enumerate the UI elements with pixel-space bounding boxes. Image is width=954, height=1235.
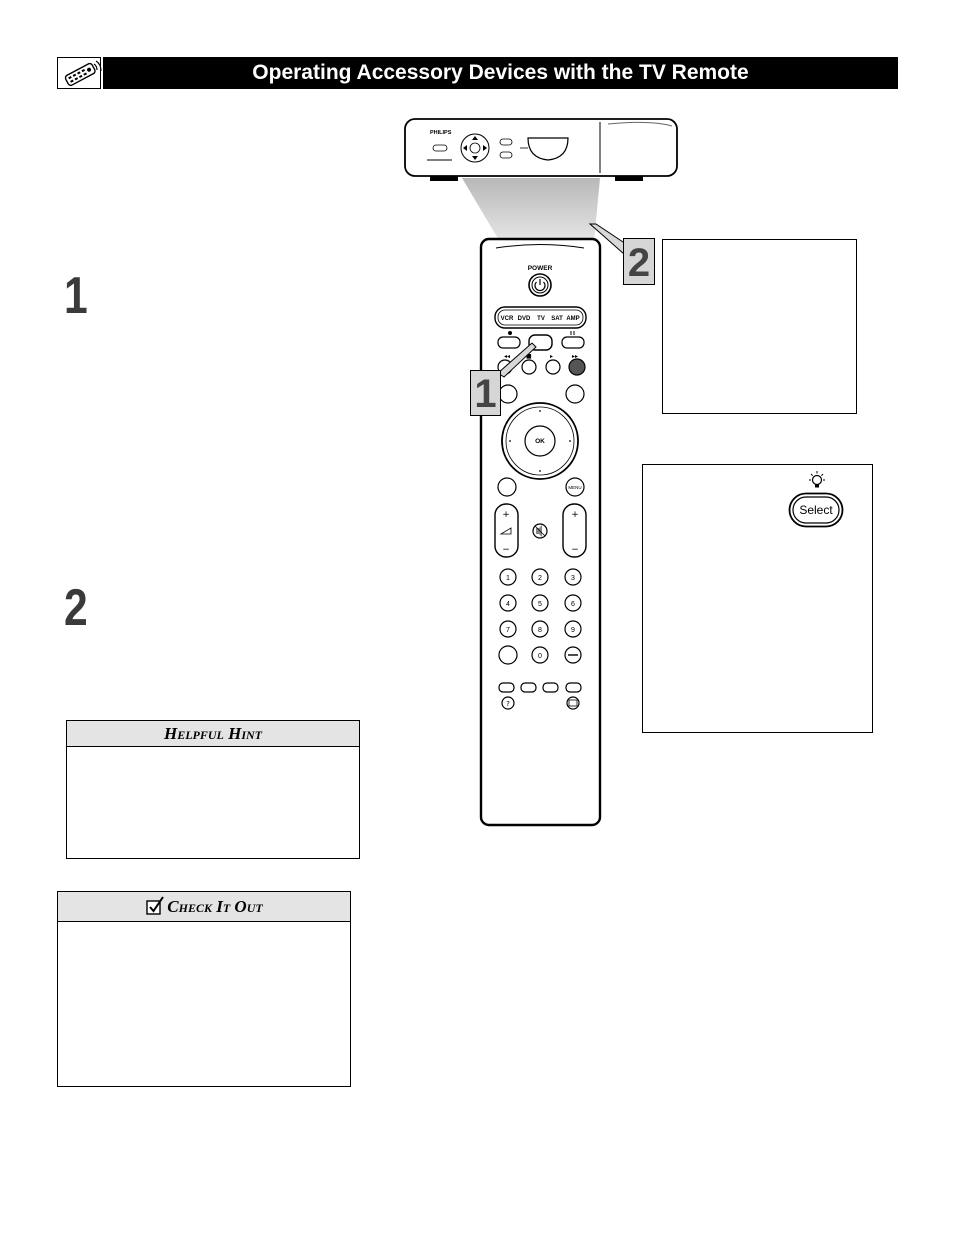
ok-label: OK bbox=[535, 438, 545, 445]
callout-1-box: 1 bbox=[470, 370, 501, 416]
digit-0-label: 0 bbox=[538, 653, 542, 660]
select-key-label: Select bbox=[799, 503, 833, 517]
select-key-box: Select bbox=[642, 464, 873, 733]
digit-5-label: 5 bbox=[538, 601, 542, 608]
svg-text:▸: ▸ bbox=[550, 353, 553, 360]
digit-1-button[interactable] bbox=[499, 568, 517, 586]
source-dvd[interactable]: DVD bbox=[518, 316, 531, 322]
remote-control-icon bbox=[64, 60, 102, 86]
step-2-description-box bbox=[662, 239, 857, 414]
digit-4-button[interactable] bbox=[499, 594, 517, 612]
digit-5-button[interactable] bbox=[531, 594, 549, 612]
stop-button[interactable] bbox=[521, 359, 537, 375]
helpful-hint-title: Helpful Hint bbox=[67, 721, 359, 747]
callout-1-pointer bbox=[497, 342, 537, 378]
navigation-ring[interactable]: OK bbox=[501, 402, 579, 480]
svg-text:■: ■ bbox=[526, 353, 532, 360]
digit-3-button[interactable] bbox=[564, 568, 582, 586]
power-label: POWER bbox=[528, 265, 553, 272]
blue-button[interactable] bbox=[565, 682, 582, 693]
page-title: Operating Accessory Devices with the TV … bbox=[103, 57, 898, 89]
step-number-2: 2 bbox=[64, 579, 88, 637]
source-vcr[interactable]: VCR bbox=[501, 316, 514, 322]
check-it-out-box: Check It Out bbox=[57, 891, 351, 1087]
fast-forward-button[interactable] bbox=[568, 358, 586, 376]
checkmark-box-icon bbox=[146, 896, 165, 915]
select-key-icon: Select bbox=[788, 492, 844, 528]
check-it-out-title: Check It Out bbox=[167, 897, 263, 916]
callout-2-number: 2 bbox=[627, 241, 651, 285]
yellow-button[interactable] bbox=[542, 682, 559, 693]
digit-9-label: 9 bbox=[571, 627, 575, 634]
ir-beam bbox=[462, 178, 600, 242]
helpful-hint-box: Helpful Hint bbox=[66, 720, 360, 859]
device-brand: PHILIPS bbox=[430, 130, 452, 136]
header-icon-box bbox=[57, 57, 102, 89]
accessory-device-illustration: PHILIPS bbox=[404, 118, 678, 242]
power-button[interactable] bbox=[528, 273, 552, 297]
source-amp[interactable]: AMP bbox=[566, 316, 579, 322]
svg-text:?: ? bbox=[506, 700, 510, 708]
digit-6-label: 6 bbox=[571, 601, 575, 608]
digit-8-button[interactable] bbox=[531, 620, 549, 638]
digit-1-label: 1 bbox=[506, 575, 510, 582]
digit-2-button[interactable] bbox=[531, 568, 549, 586]
digit-4-label: 4 bbox=[506, 601, 510, 608]
svg-text:−: − bbox=[571, 545, 579, 555]
lightbulb-icon bbox=[809, 471, 825, 488]
svg-text:▸▸: ▸▸ bbox=[572, 353, 578, 360]
info-button[interactable] bbox=[501, 696, 515, 710]
record-button[interactable] bbox=[497, 336, 521, 349]
channel-rocker[interactable] bbox=[562, 503, 587, 558]
svg-text:+: + bbox=[502, 510, 510, 520]
menu-label: MENU bbox=[568, 485, 581, 490]
green-button[interactable] bbox=[520, 682, 537, 693]
svg-text:◂◂: ◂◂ bbox=[504, 353, 510, 360]
play-button[interactable] bbox=[545, 359, 561, 375]
digit-6-button[interactable] bbox=[564, 594, 582, 612]
callout-1-number: 1 bbox=[474, 372, 497, 416]
digit-9-button[interactable] bbox=[564, 620, 582, 638]
digit-3-label: 3 bbox=[571, 575, 575, 582]
pause-button[interactable] bbox=[561, 336, 585, 349]
check-it-out-header: Check It Out bbox=[58, 892, 350, 922]
menu-button[interactable] bbox=[565, 477, 585, 497]
right-function-button[interactable] bbox=[565, 384, 585, 404]
source-tv[interactable]: TV bbox=[537, 316, 545, 322]
digit-2-label: 2 bbox=[538, 575, 542, 582]
red-button[interactable] bbox=[498, 682, 515, 693]
source-sat[interactable]: SAT bbox=[551, 316, 563, 322]
digit-0-button[interactable] bbox=[531, 646, 549, 664]
digit-7-label: 7 bbox=[506, 627, 510, 634]
step-number-1: 1 bbox=[64, 267, 88, 325]
digit-8-label: 8 bbox=[538, 627, 542, 634]
svg-text:−: − bbox=[502, 545, 510, 555]
tv-remote-illustration: POWER VCR DVD TV SAT AMP ◂◂ ■ ▸ ▸▸ OK ME… bbox=[479, 237, 602, 827]
callout-2-box: 2 bbox=[623, 238, 655, 285]
am-pm-button[interactable] bbox=[498, 645, 518, 665]
svg-text:+: + bbox=[571, 510, 579, 520]
digit-7-button[interactable] bbox=[499, 620, 517, 638]
back-button[interactable] bbox=[497, 477, 517, 497]
